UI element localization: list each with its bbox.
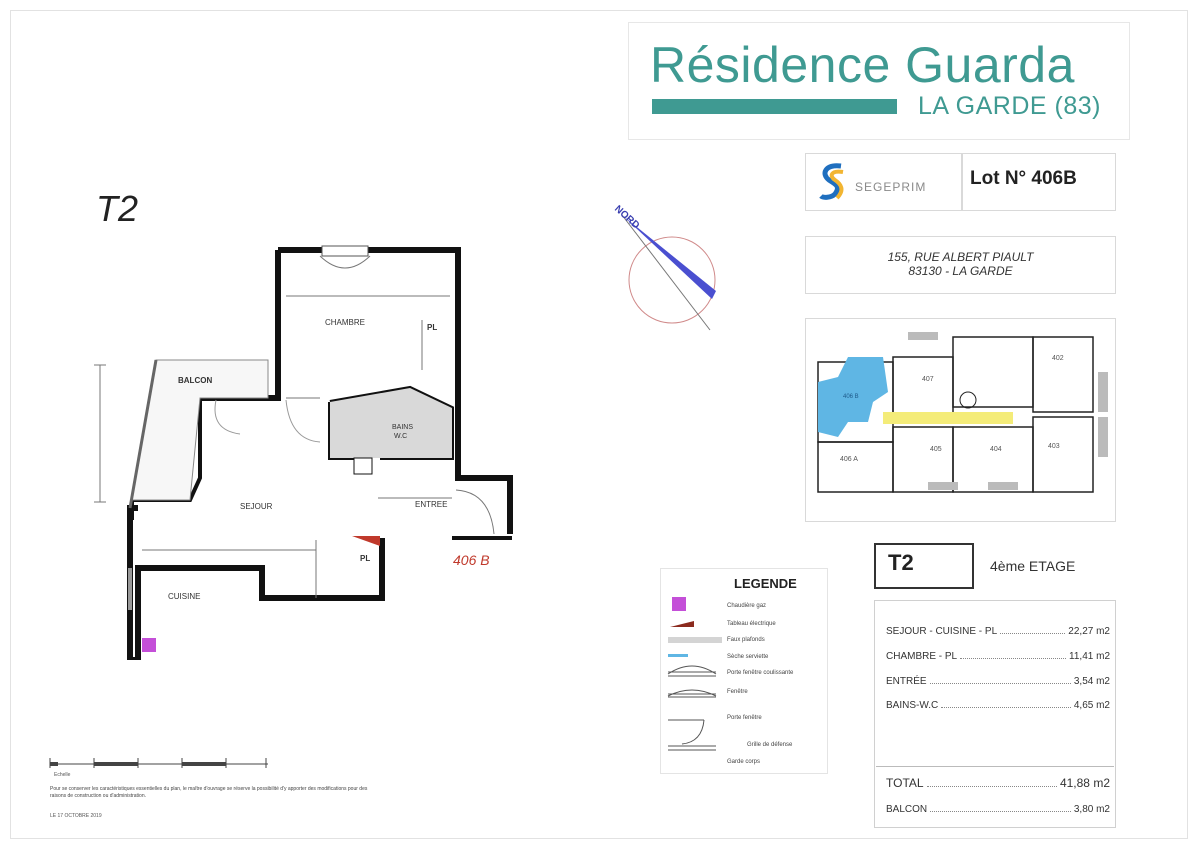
room-label-pl-1: PL (427, 323, 438, 332)
brand-box (628, 22, 1130, 140)
boiler-marker (142, 638, 156, 652)
unit-403: 403 (1048, 443, 1060, 450)
brand-bar (652, 99, 897, 114)
legend-item-porte-fenetre: Porte fenêtre (727, 715, 762, 721)
segeprim-logo-icon (819, 163, 844, 200)
false-ceiling-icon (668, 637, 722, 643)
unit-405: 405 (930, 446, 942, 453)
room-label-chambre: CHAMBRE (325, 318, 366, 327)
brand-subtitle: LA GARDE (83) (918, 92, 1101, 120)
room-label-pl-2: PL (360, 554, 371, 563)
apartment-plan (94, 245, 513, 660)
legend-item-chaudiere: Chaudière gaz (727, 603, 767, 609)
plan-date: LE 17 OCTOBRE 2019 (50, 813, 102, 819)
area-table (874, 600, 1116, 828)
compass-icon (621, 214, 716, 331)
legend-item-fenetre: Fenêtre (727, 689, 748, 695)
brand-title: Résidence Guarda (650, 37, 1075, 93)
type-box (874, 543, 974, 589)
address-line-1: 155, RUE ALBERT PIAULT (887, 250, 1034, 264)
unit-407: 407 (922, 376, 934, 383)
room-label-bains: BAINS (392, 424, 414, 431)
summary-floor: 4ème ETAGE (990, 558, 1076, 574)
lot-number: Lot N° 406B (970, 168, 1077, 189)
plan-lot-number: 406 B (453, 552, 490, 568)
page-frame (10, 10, 1188, 839)
address-line-2: 83130 - LA GARDE (908, 264, 1013, 278)
unit-402: 402 (1052, 355, 1064, 362)
electrical-panel-icon (670, 621, 694, 627)
legend-item-porte-fenetre-coulissante: Porte fenêtre coulissante (727, 670, 794, 676)
floor-key-plan (805, 318, 1116, 522)
legend-box (660, 568, 828, 774)
floor-key-plan-drawing (817, 332, 1108, 493)
room-label-cuisine: CUISINE (168, 592, 201, 601)
towel-dryer-icon (668, 654, 688, 657)
legend-item-garde-corps: Garde corps (727, 759, 761, 765)
developer-logo-box (805, 153, 962, 211)
door-window-icons (667, 665, 717, 751)
room-label-entree: ENTREE (415, 500, 448, 509)
unit-406a: 406 A (840, 456, 858, 463)
scale-label: Echelle (54, 772, 71, 778)
developer-name: SEGEPRIM (855, 180, 927, 194)
unit-406b: 406 B (843, 394, 859, 400)
legend-item-grille: Grille de défense (747, 742, 793, 748)
legend-item-tableau: Tableau électrique (727, 621, 776, 627)
unit-404: 404 (990, 446, 1002, 453)
legal-notes: Pour se conserver les caractéristiques e… (50, 786, 368, 799)
lot-box (962, 153, 1116, 211)
room-label-wc: W.C (394, 433, 408, 440)
scale-bar (49, 758, 268, 768)
total-divider (876, 766, 1114, 767)
summary-type: T2 (888, 550, 914, 575)
address-box (805, 236, 1116, 294)
legend-title: LEGENDE (734, 576, 797, 591)
legend-item-faux-plafonds: Faux plafonds (727, 637, 765, 643)
legend-item-seche-serviette: Sèche serviette (727, 654, 769, 660)
plan-type-title: T2 (96, 188, 139, 229)
room-label-sejour: SEJOUR (240, 502, 273, 511)
room-label-balcon: BALCON (178, 376, 213, 385)
boiler-icon (672, 597, 686, 611)
